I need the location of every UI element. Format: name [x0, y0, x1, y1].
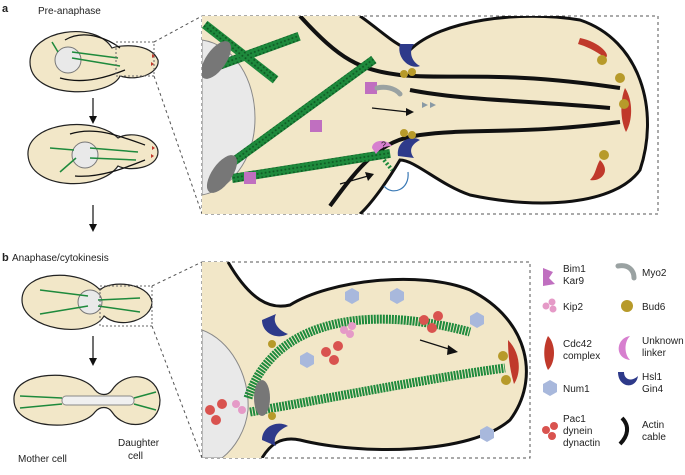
legend-item-cdc42: Cdc42 complex: [544, 336, 600, 370]
legend-item-pac1: Pac1 dynein dynactin: [542, 414, 600, 449]
legend-label-bim1: Bim1: [563, 264, 586, 275]
inset-a: ?: [201, 15, 659, 215]
myo2-icon: [615, 263, 637, 281]
legend-label-cable: cable: [642, 432, 666, 443]
legend-label-kar9: Kar9: [563, 276, 585, 287]
legend-label-linker: linker: [642, 348, 667, 359]
bim1-kar9-icon: [543, 268, 555, 286]
legend-label-dynein: dynein: [563, 426, 592, 437]
legend-label-gin4: Gin4: [642, 384, 664, 395]
progression-arrow-3: [89, 336, 97, 366]
legend-item-bud6: Bud6: [621, 300, 666, 313]
legend-item-num1: Num1: [543, 380, 590, 396]
legend-label-pac1: Pac1: [563, 414, 586, 425]
daughter-cell-label-1: Daughter: [118, 438, 160, 449]
pre-anaphase-cell-2: [27, 123, 159, 185]
panel-a-title: Pre-anaphase: [38, 6, 101, 17]
legend-label-dynactin: dynactin: [563, 438, 600, 449]
legend-item-bim1-kar9: Bim1 Kar9: [543, 264, 586, 287]
hsl1-gin4-icon: [618, 372, 638, 386]
legend-label-myo2: Myo2: [642, 268, 667, 279]
legend-label-unknown: Unknown: [642, 336, 684, 347]
callout-line-a-top: [153, 15, 203, 43]
legend: Bim1 Kar9 Kip2 Cdc42 complex Num1 Pac1 d…: [542, 263, 684, 449]
legend-label-hsl1: Hsl1: [642, 372, 662, 383]
cdc42-icon: [544, 336, 554, 370]
panel-a-letter: a: [2, 3, 9, 15]
progression-arrow-2: [89, 205, 97, 232]
legend-item-myo2: Myo2: [615, 263, 667, 281]
unknown-linker-icon: [618, 336, 630, 360]
bud6-icon: [621, 300, 633, 312]
legend-label-num1: Num1: [563, 384, 590, 395]
mother-cell-label: Mother cell: [18, 454, 67, 465]
legend-label-actin: Actin: [642, 420, 664, 431]
panel-b-title: Anaphase/cytokinesis: [12, 253, 109, 264]
panel-b-letter: b: [2, 252, 9, 264]
legend-label-cdc42: Cdc42: [563, 339, 592, 350]
legend-item-hsl1-gin4: Hsl1 Gin4: [618, 372, 664, 395]
callout-line-b-top: [151, 261, 203, 287]
actin-cable-icon: [618, 416, 629, 446]
anaphase-cell-1: [21, 274, 153, 330]
legend-item-kip2: Kip2: [542, 298, 583, 313]
legend-item-actin: Actin cable: [618, 416, 666, 446]
pac1-icon: [542, 422, 558, 440]
legend-item-unknown-linker: Unknown linker: [618, 336, 684, 360]
unknown-linker-mark: ?: [381, 140, 386, 150]
progression-arrow-1: [89, 98, 97, 124]
kip2-icon: [542, 298, 557, 313]
num1-icon: [543, 380, 557, 396]
anaphase-cell-2: [13, 374, 161, 426]
daughter-cell-label-2: cell: [128, 451, 143, 462]
legend-label-bud6: Bud6: [642, 302, 666, 313]
inset-b: [201, 261, 531, 459]
legend-label-complex: complex: [563, 351, 600, 362]
legend-label-kip2: Kip2: [563, 302, 583, 313]
callout-line-a-bottom: [153, 75, 203, 215]
pre-anaphase-cell-1: [29, 31, 159, 93]
callout-line-b-bottom: [151, 325, 203, 459]
